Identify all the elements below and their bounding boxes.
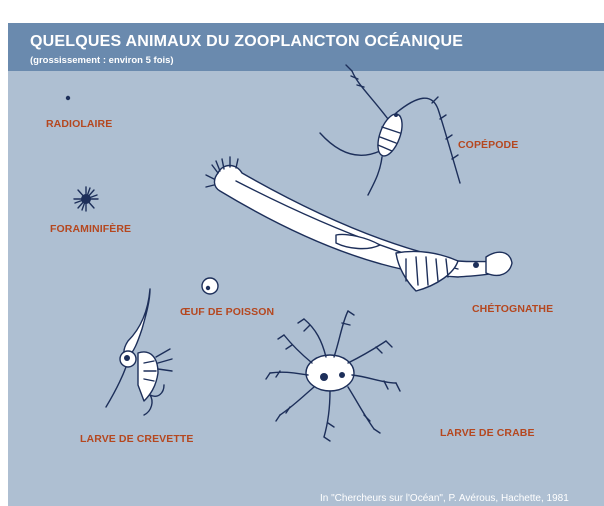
source-credit: In "Chercheurs sur l'Océan", P. Avérous,… xyxy=(320,493,569,504)
radiolaire-illustration xyxy=(66,96,70,100)
plankton-figure: QUELQUES ANIMAUX DU ZOOPLANCTON OCÉANIQU… xyxy=(8,23,604,506)
crevette-illustration xyxy=(106,289,172,415)
label-foraminifere: FORAMINIFÈRE xyxy=(50,223,131,235)
label-crevette: LARVE DE CREVETTE xyxy=(80,433,194,445)
chetognathe-illustration xyxy=(206,157,512,291)
label-copepode: COPÉPODE xyxy=(458,139,518,151)
label-radiolaire: RADIOLAIRE xyxy=(46,118,112,130)
copepode-illustration xyxy=(320,65,460,195)
label-crabe: LARVE DE CRABE xyxy=(440,427,535,439)
oeuf-illustration xyxy=(202,278,218,294)
crabe-illustration xyxy=(266,311,400,441)
label-chetognathe: CHÉTOGNATHE xyxy=(472,303,553,315)
label-oeuf: ŒUF DE POISSON xyxy=(180,306,274,318)
foraminifere-illustration xyxy=(74,187,98,211)
